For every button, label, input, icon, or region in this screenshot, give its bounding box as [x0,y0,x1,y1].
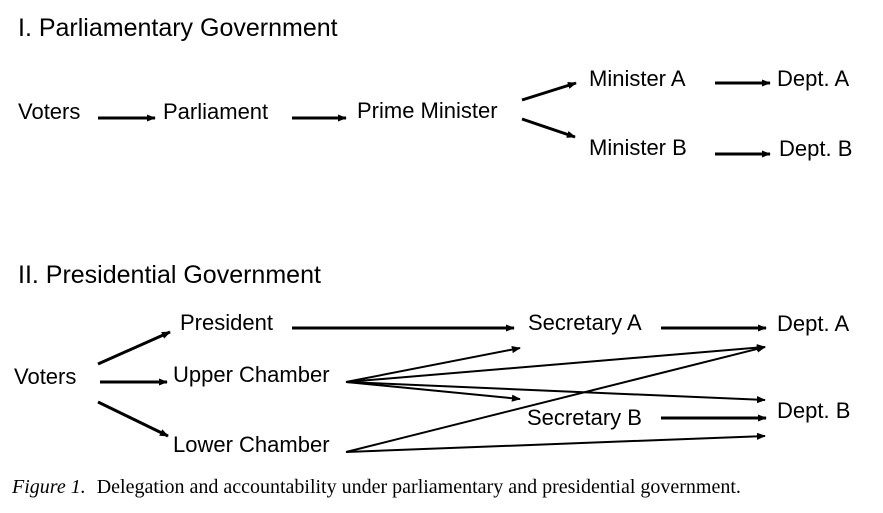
arrow-upper-chamber-to-dept-b [345,381,766,404]
node-dept-b-parliamentary: Dept. B [779,136,853,161]
arrow-lower-chamber-to-dept-a [345,345,766,453]
node-upper-chamber: Upper Chamber [173,362,330,387]
node-dept-a-parliamentary: Dept. A [777,66,850,91]
arrow-voters-to-president [97,330,171,366]
arrow-upper-chamber-to-dept-a [345,344,766,383]
arrow-prime-minister-to-minister-b [521,117,576,139]
figure-caption: Figure 1. Delegation and accountability … [12,476,741,499]
caption-lead: Figure 1. [12,476,86,498]
arrow-prime-minister-to-minister-a [521,81,577,102]
node-lower-chamber: Lower Chamber [173,432,330,457]
node-voters-presidential: Voters [14,364,77,389]
node-minister-a: Minister A [589,66,686,91]
node-dept-b-presidential: Dept. B [777,398,851,423]
node-prime-minister: Prime Minister [357,98,498,123]
node-parliament: Parliament [163,99,269,124]
arrow-lower-chamber-to-dept-b [345,432,766,453]
arrow-voters-to-lower-chamber [97,400,169,438]
node-minister-b: Minister B [589,135,687,160]
node-dept-a-presidential: Dept. A [777,311,850,336]
arrow-upper-chamber-to-secretary-b [345,381,521,402]
section-title-parliamentary: I. Parliamentary Government [18,14,338,42]
node-voters-parliamentary: Voters [18,99,81,124]
section-title-presidential: II. Presidential Government [18,261,321,289]
arrow-upper-chamber-to-secretary-a [345,346,521,383]
node-secretary-b: Secretary B [527,405,642,430]
node-secretary-a: Secretary A [528,310,642,335]
caption-text: Delegation and accountability under parl… [96,476,741,498]
node-president: President [180,310,273,335]
